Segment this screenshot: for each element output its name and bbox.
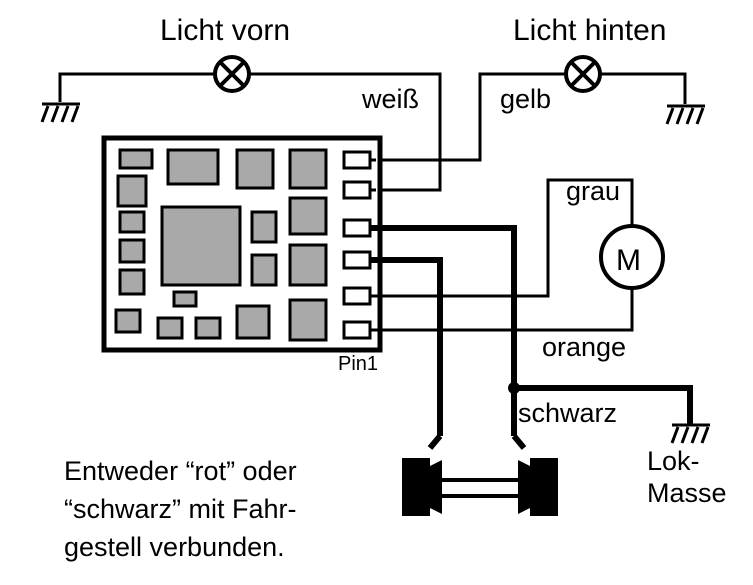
pin-connector [342,218,372,238]
motor-icon [599,224,665,290]
note-line-2: “schwarz” mit Fahr- [64,494,297,524]
label-pin1: Pin1 [338,353,378,375]
pin-connector [342,150,372,170]
pin-connector [342,286,372,306]
wire-white [249,72,442,192]
lamp-rear [376,55,687,162]
lamp-rear-right-wire [600,72,687,104]
ground-icon-left [40,102,80,123]
label-wire-black: schwarz [518,398,617,428]
note-line-1: Entweder “rot” oder [64,456,297,486]
ground-icon-right-top [665,104,705,125]
wire-red-rail [370,257,443,436]
pin-connector [342,250,372,270]
label-wire-orange: orange [542,332,626,362]
label-wire-grey: grau [566,176,620,206]
label-wire-yellow: gelb [500,84,551,114]
label-wire-white: weiß [361,84,419,114]
label-motor: M [616,244,641,277]
wire-grey [370,178,634,298]
lamp-front-left-wire [58,72,215,102]
wheelset-icon [402,434,558,516]
pin-connector [342,320,372,340]
wire-black-rail [370,225,517,436]
ground-icon-right-bottom [670,423,710,444]
label-ground-line2: Masse [647,478,727,508]
pin-connector [342,180,372,200]
label-ground-line1: Lok- [647,446,700,476]
lamp-front [58,55,442,192]
wire-ground [514,385,693,425]
label-light-rear: Licht hinten [513,14,666,47]
note-line-3: gestell verbunden. [64,532,285,562]
label-light-front: Licht vorn [160,14,290,47]
decoder-board [101,135,383,353]
wire-yellow [376,72,566,162]
wire-orange [370,288,634,332]
